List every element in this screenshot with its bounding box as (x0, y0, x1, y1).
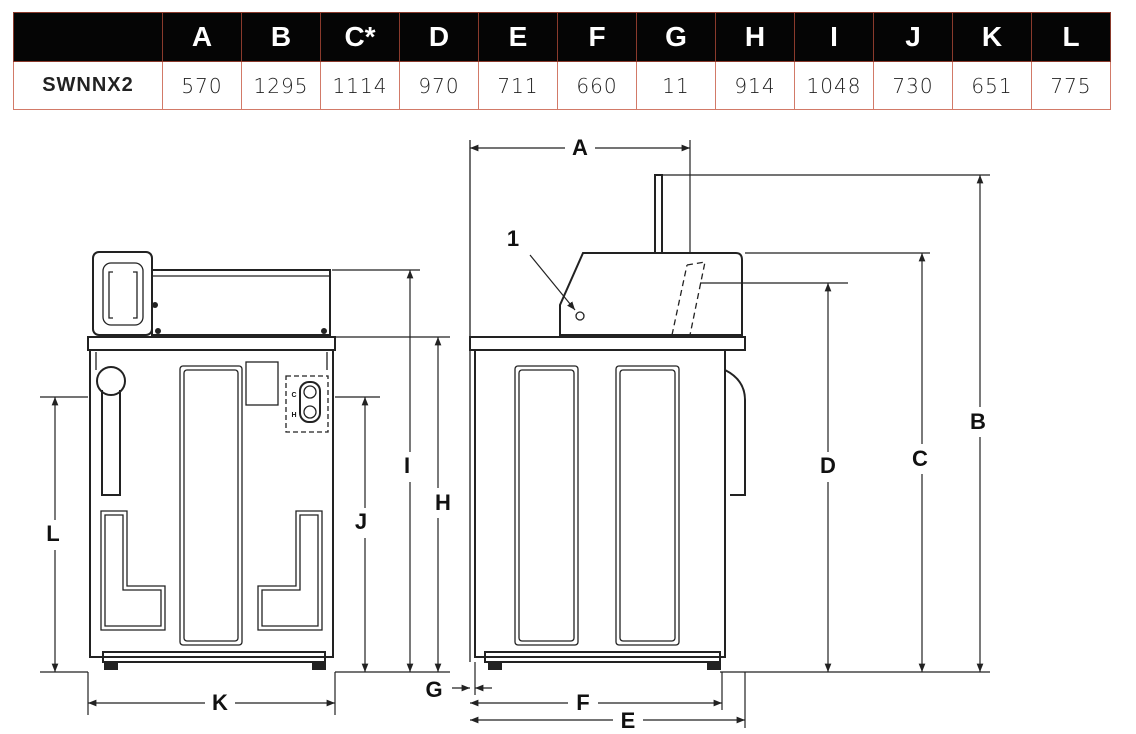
back-console-panel (151, 269, 331, 336)
hot-label: H (291, 412, 296, 419)
value-f: 660 (557, 61, 637, 110)
dim-label-j: J (355, 509, 367, 534)
header-d: D (399, 12, 479, 62)
back-base (102, 651, 326, 663)
dimensions-table: A B C* D E F G H I J K L SWNNX2 570 1295… (13, 12, 1111, 110)
value-g: 11 (636, 61, 716, 110)
value-j: 730 (873, 61, 953, 110)
header-i: I (794, 12, 874, 62)
dim-label-a: A (572, 135, 588, 160)
header-blank (13, 12, 163, 62)
dim-label-i: I (404, 453, 410, 478)
dim-label-d: D (820, 453, 836, 478)
header-b: B (241, 12, 321, 62)
water-inlet-valves (285, 375, 329, 433)
side-top (469, 336, 746, 351)
model-cell: SWNNX2 (13, 61, 163, 110)
value-e: 711 (478, 61, 558, 110)
table-header-row: A B C* D E F G H I J K L (13, 12, 1111, 62)
dim-label-b: B (970, 409, 986, 434)
header-h: H (715, 12, 795, 62)
control-knob (575, 311, 585, 321)
side-console (559, 252, 743, 336)
dim-label-c: C (912, 446, 928, 471)
value-k: 651 (952, 61, 1032, 110)
value-l: 775 (1031, 61, 1111, 110)
value-c: 1114 (320, 61, 400, 110)
dimension-lines: L J I H K A B C D E F G (40, 135, 990, 733)
side-hose (724, 369, 746, 496)
dim-label-f: F (576, 690, 589, 715)
header-k: K (952, 12, 1032, 62)
table-row: SWNNX2 570 1295 1114 970 711 660 11 914 … (13, 61, 1111, 110)
back-cabinet (89, 349, 334, 658)
dim-label-l: L (46, 521, 59, 546)
header-l: L (1031, 12, 1111, 62)
side-base (484, 651, 721, 663)
header-f: F (557, 12, 637, 62)
cold-label: C (291, 392, 296, 399)
back-view: C H (87, 251, 336, 670)
dim-label-g: G (425, 677, 442, 702)
drain-hose-fitting (96, 366, 126, 396)
back-top (87, 336, 336, 351)
callout-1: 1 (507, 226, 519, 251)
header-e: E (478, 12, 558, 62)
header-g: G (636, 12, 716, 62)
dim-label-k: K (212, 690, 228, 715)
header-j: J (873, 12, 953, 62)
side-cabinet (474, 349, 726, 658)
drain-hose (101, 390, 121, 496)
value-a: 570 (162, 61, 242, 110)
value-d: 970 (399, 61, 479, 110)
backsplash-post (654, 174, 663, 254)
dim-label-e: E (621, 708, 636, 733)
dim-label-h: H (435, 490, 451, 515)
value-h: 914 (715, 61, 795, 110)
side-view: 1 (469, 140, 746, 670)
value-i: 1048 (794, 61, 874, 110)
